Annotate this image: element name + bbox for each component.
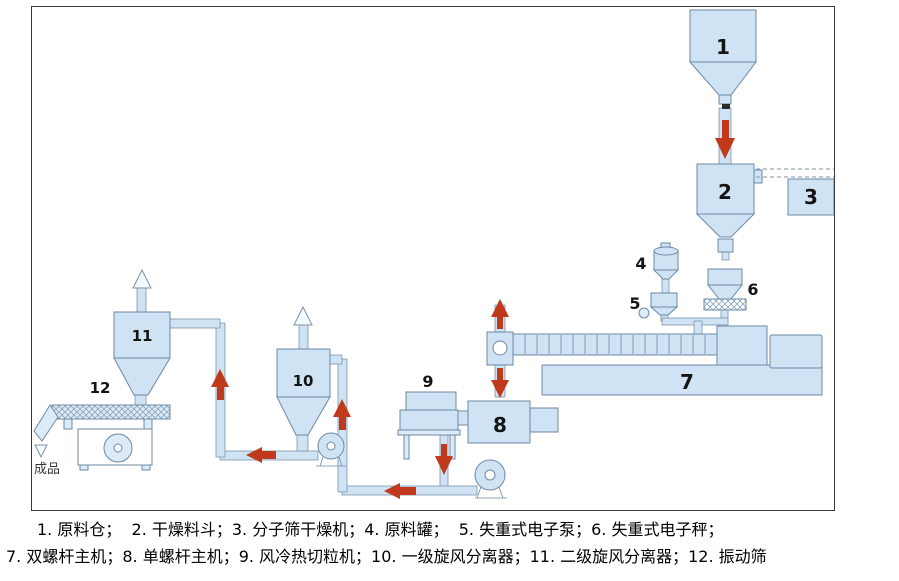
drying-hopper: 2 [695, 163, 763, 253]
blower-stage1 [474, 459, 507, 499]
twin-screw-number: 7 [680, 370, 694, 394]
diagram-canvas: 1 2 3 [33, 9, 834, 499]
legend-line-2: 7. 双螺杆主机；8. 单螺杆主机；9. 风冷热切粒机；10. 一级旋风分离器；… [6, 547, 767, 566]
flow-arrow-silo-down [715, 120, 735, 159]
single-screw-extruder: 8 [455, 400, 559, 444]
raw-material-tank: 4 [635, 242, 680, 280]
silo-number: 1 [716, 35, 730, 59]
blower-stage2 [316, 432, 346, 467]
sieve-number: 12 [90, 379, 111, 397]
dryer-number: 3 [804, 185, 818, 209]
finished-product-label: 成品 [34, 462, 60, 477]
vent-arrow-cyclone2 [132, 268, 152, 289]
pump-number: 5 [629, 294, 640, 313]
legend-line-1: 1. 原料仓； 2. 干燥料斗；3. 分子筛干燥机；4. 原料罐； 5. 失重式… [37, 520, 724, 539]
tank-number: 4 [635, 254, 646, 273]
loss-in-weight-scale: 6 [703, 268, 759, 311]
cyclone-stage2: 11 [113, 311, 171, 396]
flow-arrow-riser2-up [211, 369, 229, 400]
cyclone2-number: 11 [132, 327, 153, 345]
flow-arrow-vent-up [491, 299, 509, 329]
air-cooled-pelletizer: 9 [397, 372, 461, 460]
flow-arrow-convey2-left [246, 447, 276, 463]
vibrating-sieve: 12 [33, 379, 171, 471]
flow-arrow-die-down [491, 368, 509, 398]
dryer-duct-dashed-1 [756, 168, 834, 170]
flow-arrow-riser1-up [333, 399, 351, 430]
conveying-pipes [134, 107, 732, 496]
product-chute [33, 404, 59, 442]
dryer-duct-dashed-2 [756, 176, 834, 178]
vent-arrow-cyclone1 [293, 305, 313, 326]
silo: 1 [688, 9, 758, 109]
pelletizer-number: 9 [422, 372, 433, 391]
single-screw-number: 8 [493, 413, 507, 437]
loss-in-weight-pump: 5 [629, 292, 679, 319]
diagram-frame: 1 2 3 [31, 6, 835, 511]
die-flange-hole [492, 340, 508, 356]
twin-screw-extruder: 7 [486, 325, 823, 396]
cyclone1-number: 10 [293, 372, 314, 390]
flow-arrow-convey1-left [384, 483, 416, 499]
molecular-sieve-dryer: 3 [787, 178, 834, 216]
legend: 1. 原料仓； 2. 干燥料斗；3. 分子筛干燥机；4. 原料罐； 5. 失重式… [0, 516, 899, 570]
drying-hopper-number: 2 [718, 180, 732, 204]
flow-arrow-pellets-down [435, 444, 453, 475]
scale-number: 6 [747, 280, 758, 299]
product-arrow-down [34, 444, 48, 459]
cyclone-stage1: 10 [276, 348, 331, 436]
